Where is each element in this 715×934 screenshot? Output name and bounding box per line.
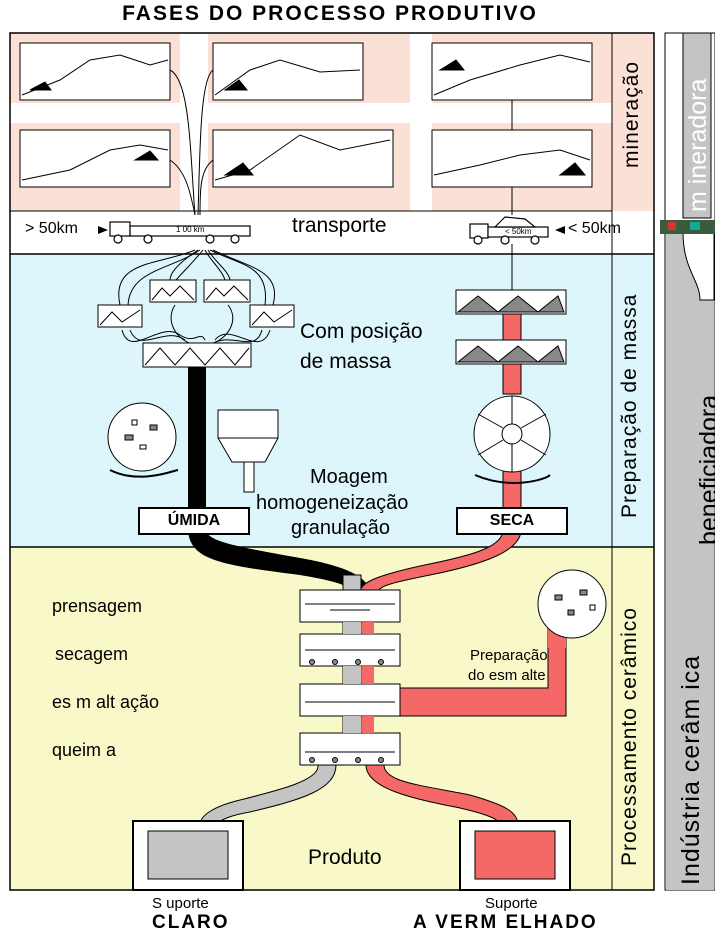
transport-label: transporte: [292, 214, 387, 237]
side-label-industria: Indústria cerâm ica: [677, 654, 705, 885]
truck-near-label: < 50km: [505, 227, 532, 236]
truck-near: [469, 216, 549, 245]
press-station: [299, 589, 401, 623]
prep-esmalte-line1: Preparação: [470, 647, 548, 664]
suporte-claro-big: CLARO: [152, 912, 230, 933]
step-esmaltacao: es m alt ação: [52, 692, 160, 712]
section-label-preparacao: Preparação de massa: [618, 293, 641, 518]
industry-column: [660, 32, 715, 891]
quarry-panel: [19, 42, 593, 188]
step-queima: queim a: [52, 740, 117, 760]
product-claro: [132, 820, 244, 891]
truck-far: [109, 221, 251, 244]
drying-station: [299, 633, 401, 667]
umida-box: ÚMIDA: [138, 507, 250, 535]
seca-box: SECA: [456, 507, 568, 535]
glazing-station: [299, 683, 401, 717]
composicao-line1: Com posição: [300, 320, 423, 343]
truck-far-label: 1 00 km: [176, 225, 205, 234]
composicao-line2: de massa: [300, 350, 392, 373]
ball-mill-left: [107, 402, 179, 478]
suporte-avermelhado-small: Suporte: [485, 895, 538, 912]
transport-far-distance: > 50km: [25, 220, 78, 237]
diagram-title: FASES DO PROCESSO PRODUTIVO: [122, 2, 538, 25]
side-label-mineradora: m ineradora: [684, 78, 712, 212]
moagem-line2: homogeneização: [256, 492, 409, 514]
glaze-mill: [537, 569, 607, 639]
step-prensagem: prensagem: [52, 596, 143, 616]
spray-dryer: [217, 409, 279, 493]
hammer-mill-right: [473, 395, 551, 484]
moagem-line3: granulação: [291, 517, 390, 539]
side-label-beneficiadora: beneficiadora: [695, 394, 715, 545]
firing-kiln: [299, 732, 401, 766]
step-secagem: secagem: [55, 644, 129, 664]
prep-esmalte-line2: do esm alte: [468, 667, 546, 684]
suporte-avermelhado-big: A VERM ELHADO: [413, 912, 598, 933]
composition-box: [97, 279, 295, 368]
transport-near-distance: < 50km: [568, 220, 621, 237]
moagem-line1: Moagem: [310, 466, 388, 488]
suporte-claro-small: S uporte: [152, 895, 209, 912]
section-label-processamento: Processamento cerâmico: [618, 607, 641, 866]
composition-box-right: [455, 289, 567, 365]
produto-label: Produto: [308, 846, 382, 869]
section-label-mineracao: mineração: [620, 60, 643, 168]
product-avermelhado: [459, 820, 571, 891]
